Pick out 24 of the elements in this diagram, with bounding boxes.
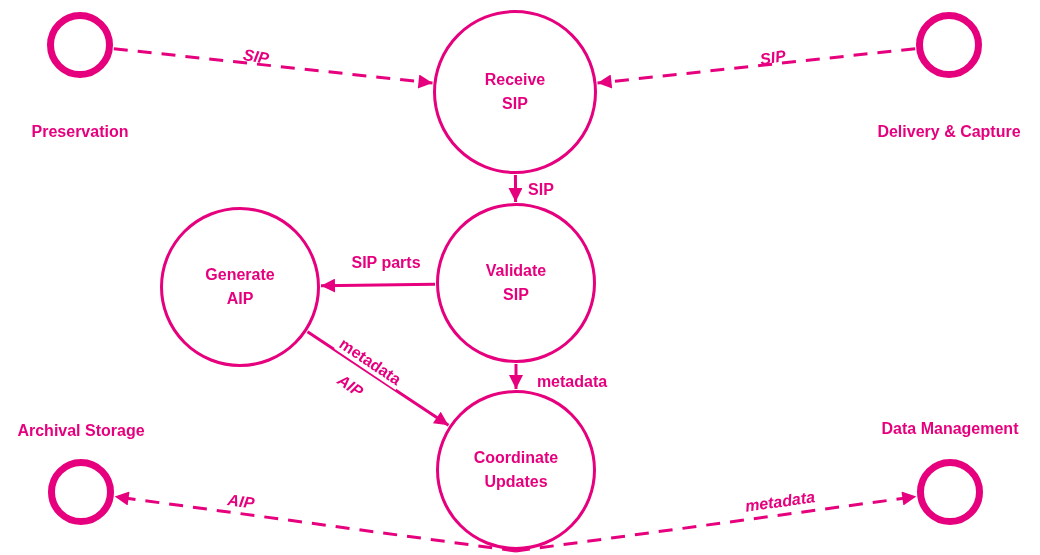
arrow [114,491,517,553]
edge-label: SIP [240,45,272,69]
arrow [508,175,523,202]
process-circle [433,10,597,174]
edge-label: AIP [225,490,257,514]
node-label: Validate SIP [484,261,548,305]
process-circle [160,207,320,367]
arrow [113,47,433,89]
arrow [515,491,917,553]
node-label: Preservation [31,123,129,141]
node-label: Generate AIP [204,265,276,309]
node-label: Receive SIP [483,70,547,114]
node-label: Archival Storage [17,422,145,440]
edge-label: metadata [742,487,817,517]
node-label: Data Management [881,420,1019,438]
arrow [509,364,523,389]
edge-label: SIP parts [349,254,423,272]
node-label: Delivery & Capture [877,123,1021,141]
arrow [320,278,436,293]
process-circle [436,203,596,363]
arrow [306,330,450,427]
node-label: Coordinate Updates [472,448,560,492]
edge-label: SIP [757,46,788,70]
arrow [597,47,916,89]
